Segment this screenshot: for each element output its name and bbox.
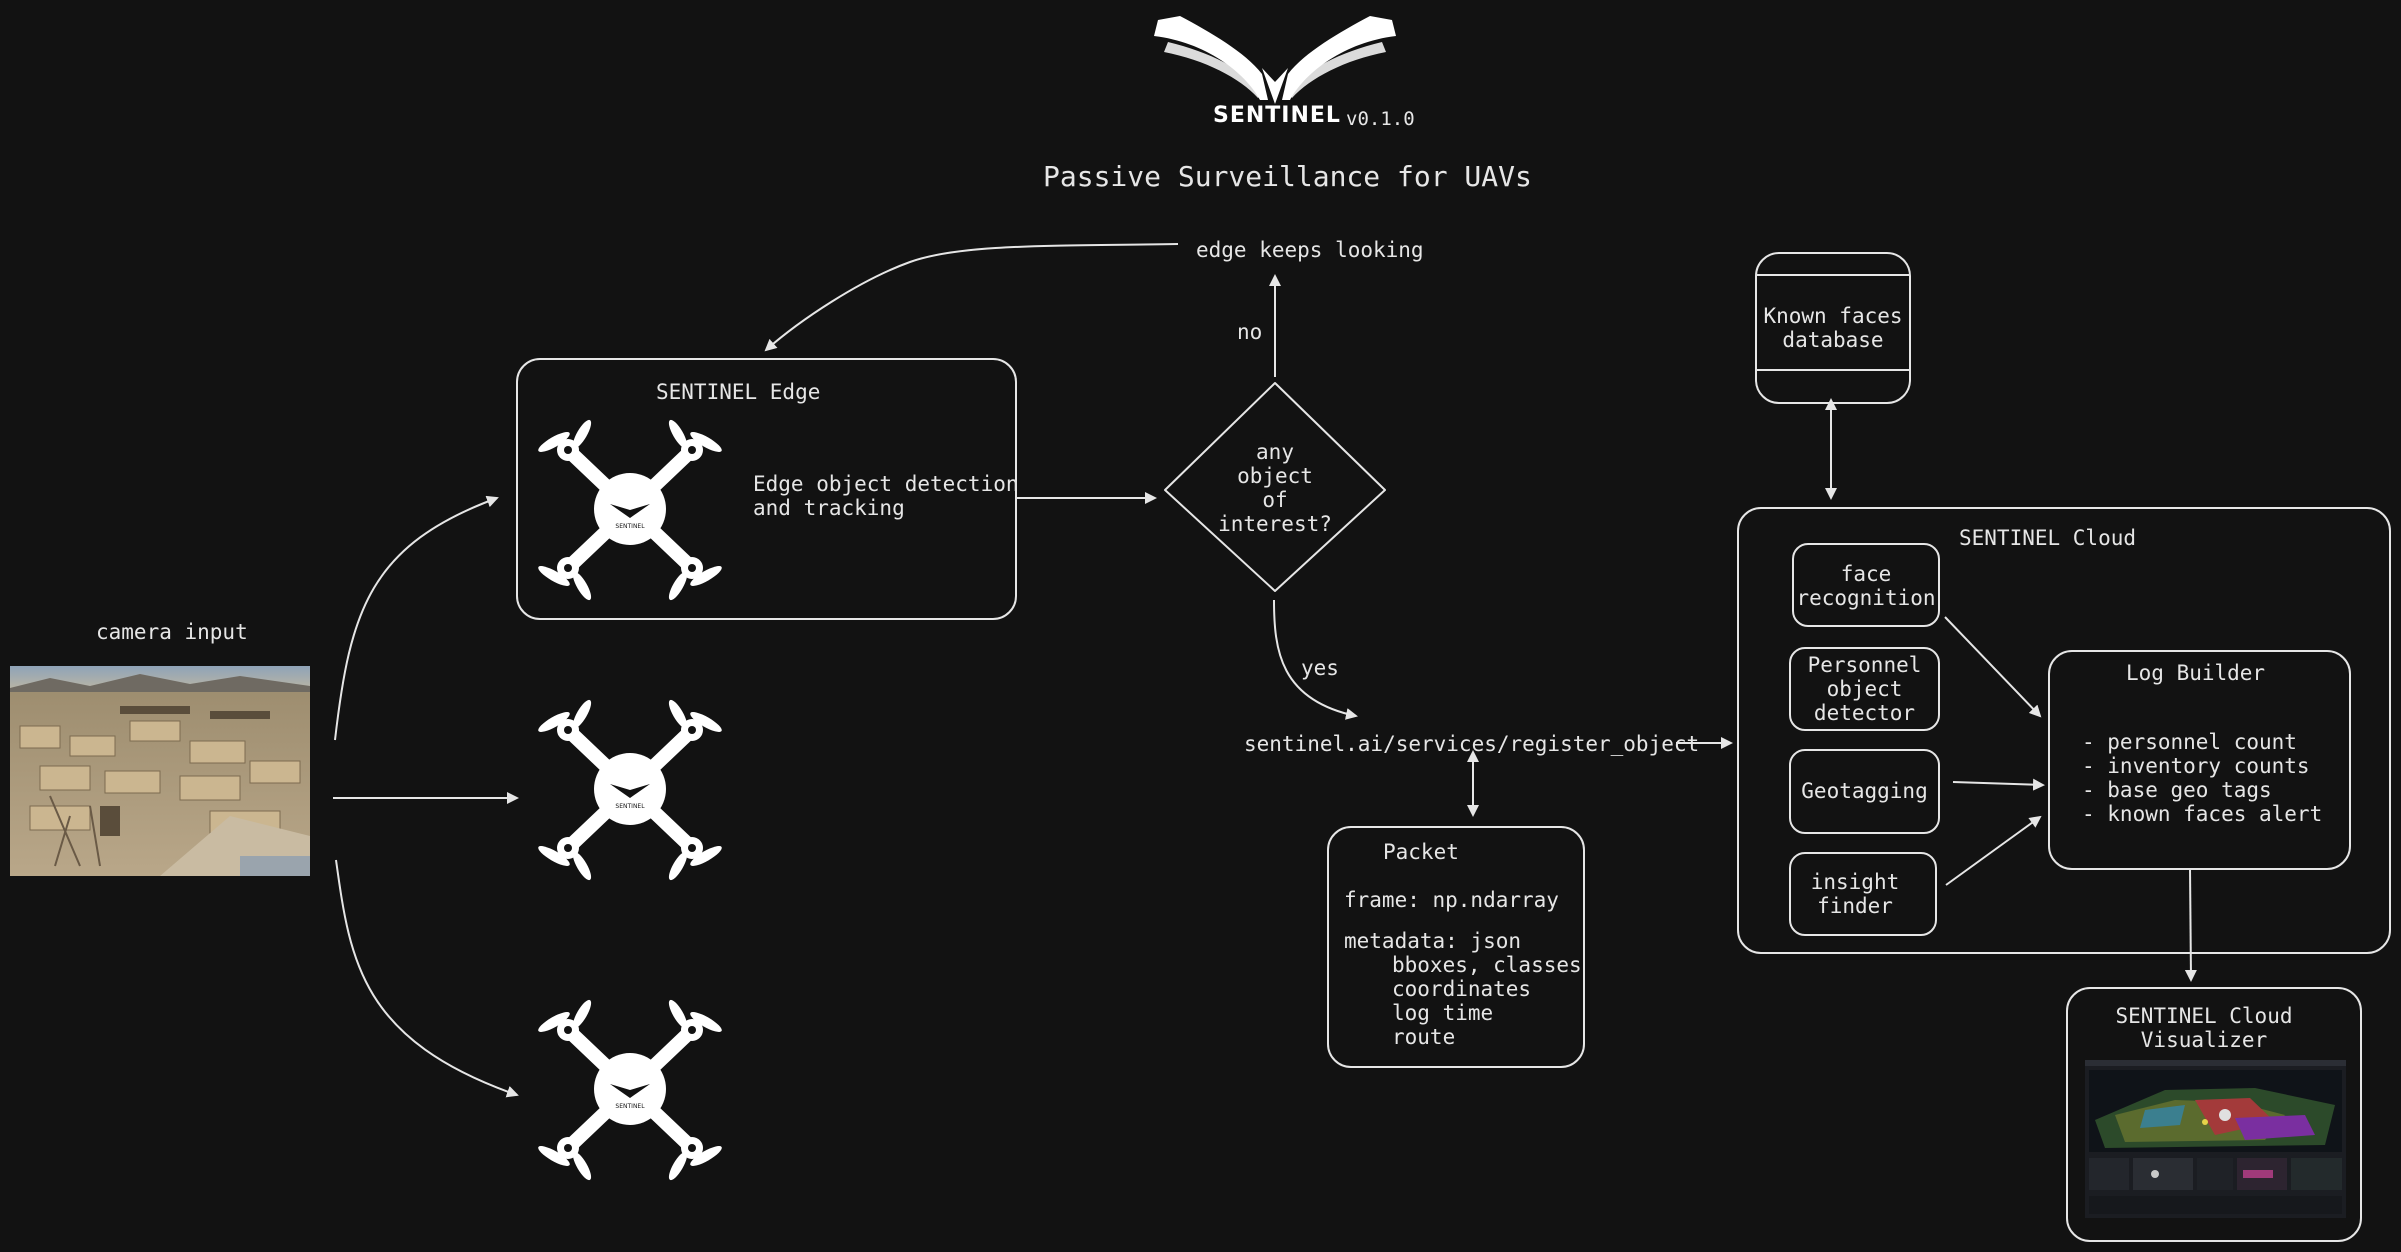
packet-metadata-header: metadata: json bbox=[1344, 929, 1522, 953]
decision-yes-label: yes bbox=[1301, 656, 1339, 680]
arrow-camera-to-edge bbox=[334, 495, 499, 741]
module-label: Personnel object detector bbox=[1807, 653, 1922, 725]
drone-badge-text: SENTINEL bbox=[615, 803, 645, 810]
packet-box bbox=[1327, 826, 1585, 1068]
sentinel-wings-logo bbox=[1154, 16, 1396, 104]
decision-question: any object of interest? bbox=[1218, 440, 1332, 536]
log-builder-item: - known faces alert bbox=[2082, 802, 2323, 826]
module-label: insight finder bbox=[1810, 870, 1900, 918]
arrow-insight-to-log bbox=[1945, 815, 2042, 886]
decision-diamond bbox=[1164, 382, 1386, 592]
drone-badge-text: SENTINEL bbox=[615, 523, 645, 530]
packet-metadata-field: log time bbox=[1392, 1001, 1494, 1025]
arrow-face-to-log bbox=[1944, 616, 2042, 718]
module-label: face recognition bbox=[1796, 562, 1936, 610]
arrow-geo-to-log bbox=[1952, 778, 2045, 791]
arrow-camera-to-drone-3 bbox=[335, 859, 519, 1098]
log-builder-item: - base geo tags bbox=[2082, 778, 2272, 802]
decision-no-label: no bbox=[1237, 320, 1263, 344]
version-label: v0.1.0 bbox=[1346, 108, 1415, 130]
log-builder-item: - personnel count bbox=[2082, 730, 2297, 754]
edge-description: Edge object detection and tracking bbox=[753, 472, 1019, 520]
packet-title: Packet bbox=[1383, 840, 1459, 864]
arrow-log-to-visualizer bbox=[2184, 867, 2197, 982]
packet-metadata-field: route bbox=[1392, 1025, 1456, 1049]
drone-icon: SENTINEL bbox=[538, 419, 722, 601]
log-builder-title: Log Builder bbox=[2126, 661, 2266, 685]
register-endpoint: sentinel.ai/services/register_object bbox=[1244, 732, 1700, 756]
drone-badge-text: SENTINEL bbox=[615, 1103, 645, 1110]
log-builder-box bbox=[2048, 650, 2351, 870]
known-faces-database bbox=[1755, 252, 1911, 404]
edge-node-box bbox=[516, 358, 1017, 620]
log-builder-item: - inventory counts bbox=[2082, 754, 2310, 778]
arrow-loop-back bbox=[764, 243, 1179, 352]
visualizer-screenshot bbox=[2085, 1060, 2346, 1218]
database-label: Known faces database bbox=[1763, 304, 1903, 352]
drone-icon: SENTINEL bbox=[538, 999, 722, 1181]
edge-title: SENTINEL Edge bbox=[656, 380, 821, 404]
module-label: Geotagging bbox=[1801, 779, 1928, 803]
page-subtitle: Passive Surveillance for UAVs bbox=[1043, 160, 1532, 193]
arrow-decision-yes bbox=[1273, 599, 1358, 720]
face-recognition-module bbox=[1792, 543, 1940, 627]
cloud-title: SENTINEL Cloud bbox=[1959, 526, 2137, 550]
camera-input-label: camera input bbox=[96, 620, 248, 644]
insight-finder-module bbox=[1789, 852, 1937, 936]
loop-label: edge keeps looking bbox=[1196, 238, 1424, 262]
packet-metadata-field: bboxes, classes bbox=[1392, 953, 1582, 977]
packet-frame: frame: np.ndarray bbox=[1344, 888, 1559, 912]
personnel-detector-module bbox=[1789, 647, 1940, 731]
visualizer-box bbox=[2066, 987, 2362, 1242]
drone-icon: SENTINEL bbox=[538, 699, 722, 881]
packet-metadata-field: coordinates bbox=[1392, 977, 1532, 1001]
visualizer-title: SENTINEL Cloud Visualizer bbox=[2115, 1004, 2293, 1052]
geotagging-module bbox=[1789, 749, 1940, 834]
brand-name: SENTINEL bbox=[1213, 103, 1341, 128]
cloud-node-box bbox=[1737, 507, 2391, 954]
camera-input-image bbox=[10, 666, 310, 876]
